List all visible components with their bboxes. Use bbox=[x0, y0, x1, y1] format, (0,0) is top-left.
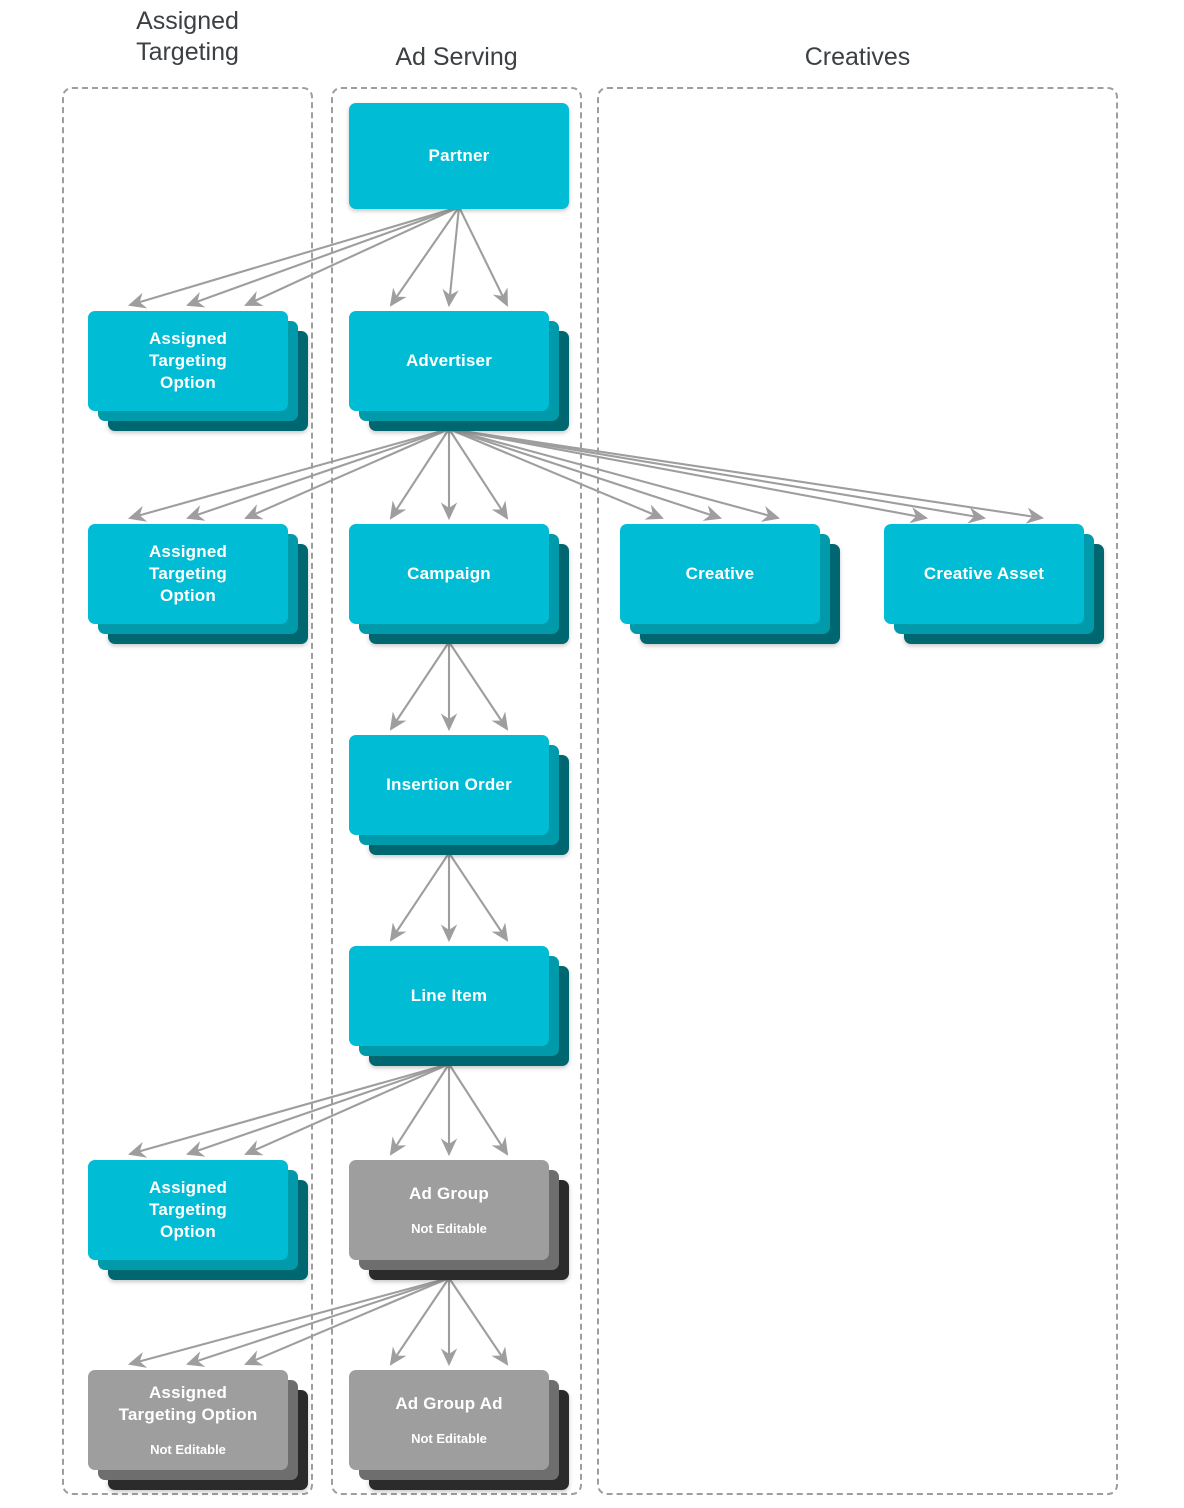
column-header-assigned-targeting: Assigned Targeting bbox=[136, 7, 239, 66]
node-ad-group-ad[interactable]: Ad Group Ad Not Editable bbox=[349, 1370, 569, 1490]
node-insertion-order[interactable]: Insertion Order bbox=[349, 735, 569, 855]
node-face: Ad Group Ad Not Editable bbox=[349, 1370, 549, 1470]
node-face: Partner bbox=[349, 103, 569, 209]
node-title: Insertion Order bbox=[386, 775, 512, 794]
node-face: Insertion Order bbox=[349, 735, 549, 835]
node-face: Line Item bbox=[349, 946, 549, 1046]
node-creative-asset[interactable]: Creative Asset bbox=[884, 524, 1104, 644]
node-face: Campaign bbox=[349, 524, 549, 624]
node-advertiser[interactable]: Advertiser bbox=[349, 311, 569, 431]
group-container-assigned-targeting bbox=[62, 87, 313, 1495]
node-title: Creative bbox=[685, 564, 755, 583]
node-face: Advertiser bbox=[349, 311, 549, 411]
node-subtitle: Not Editable bbox=[411, 1431, 487, 1446]
node-title: Ad Group Ad bbox=[395, 1394, 503, 1413]
group-container-ad-serving bbox=[331, 87, 582, 1495]
group-container-creatives bbox=[597, 87, 1118, 1495]
node-subtitle: Not Editable bbox=[150, 1442, 226, 1457]
node-face: Creative Asset bbox=[884, 524, 1084, 624]
node-title: Line Item bbox=[410, 986, 488, 1005]
node-subtitle: Not Editable bbox=[411, 1221, 487, 1236]
node-title: Advertiser bbox=[405, 351, 493, 370]
column-header-ad-serving: Ad Serving bbox=[395, 43, 518, 71]
node-title: Partner bbox=[428, 146, 490, 165]
node-title: Creative Asset bbox=[923, 564, 1045, 583]
node-campaign[interactable]: Campaign bbox=[349, 524, 569, 644]
node-partner[interactable]: Partner bbox=[349, 103, 569, 209]
node-title: Ad Group bbox=[409, 1184, 489, 1203]
node-line-item[interactable]: Line Item bbox=[349, 946, 569, 1066]
node-face: Creative bbox=[620, 524, 820, 624]
node-creative[interactable]: Creative bbox=[620, 524, 840, 644]
column-header-creatives: Creatives bbox=[804, 43, 911, 71]
node-title: Campaign bbox=[407, 564, 491, 583]
